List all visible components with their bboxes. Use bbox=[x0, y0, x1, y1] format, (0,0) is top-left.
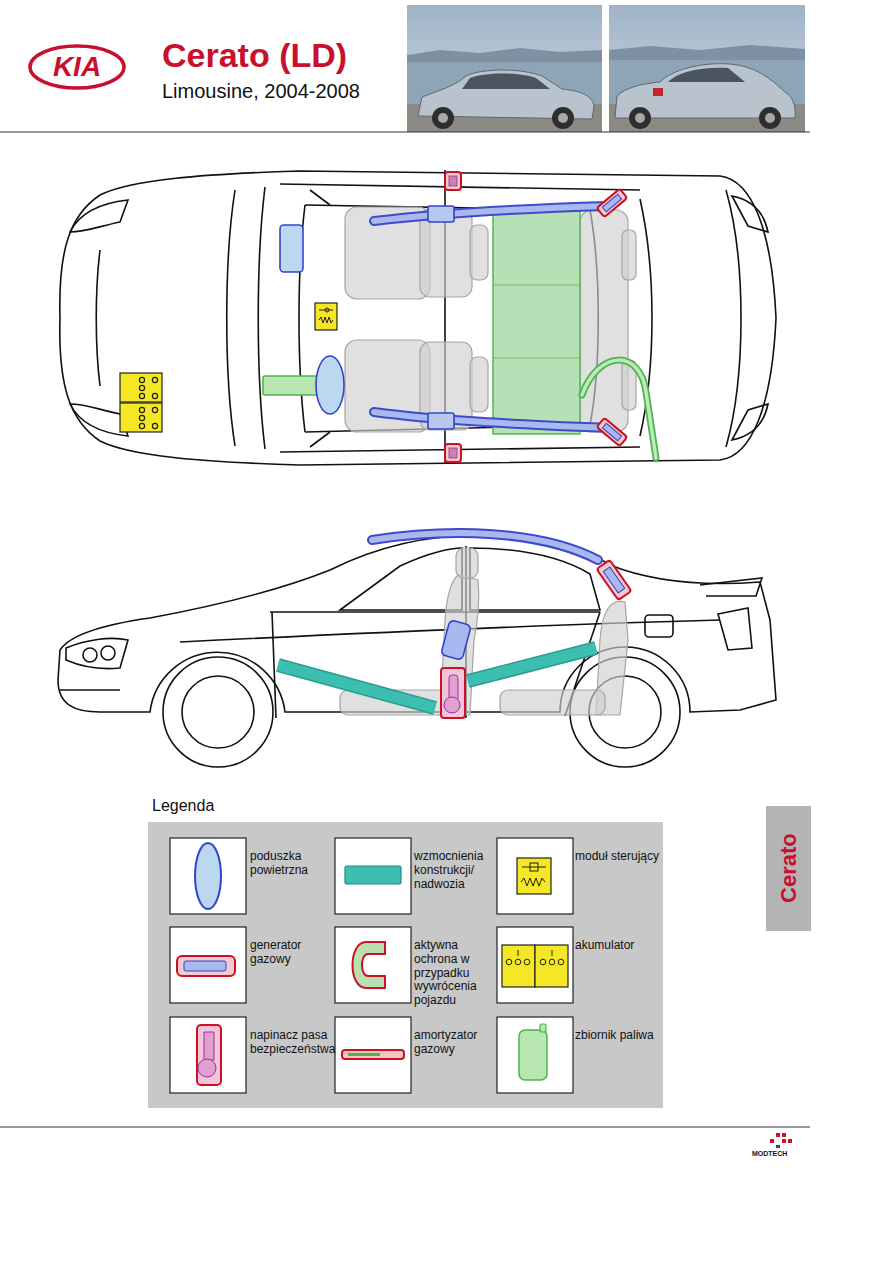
legend-label: napinacz pasa bezpieczeństwa bbox=[250, 1029, 332, 1057]
legend-label: wzmocnienia konstrukcji/ nadwozia bbox=[414, 850, 494, 891]
battery-top bbox=[120, 373, 162, 432]
curtain-airbag-side bbox=[372, 533, 598, 560]
side-tab: Cerato bbox=[766, 806, 811, 931]
brand-mark bbox=[770, 1133, 792, 1148]
belt-pretensioner-side bbox=[441, 668, 465, 718]
car-side-view bbox=[58, 535, 776, 767]
legend-label: aktywna ochrona w przypadku wywrócenia p… bbox=[414, 939, 494, 1008]
legend-label: zbiornik paliwa bbox=[575, 1029, 661, 1043]
header-rule bbox=[0, 131, 810, 132]
photo-front bbox=[407, 5, 602, 132]
side-airbag-side bbox=[441, 620, 472, 660]
legend-label: akumulator bbox=[575, 939, 661, 953]
gas-generators-top bbox=[445, 172, 627, 462]
subtitle: Limousine, 2004-2008 bbox=[162, 80, 360, 103]
legend-label: poduszka powietrzna bbox=[250, 850, 332, 878]
logo-text: KIA bbox=[53, 52, 101, 83]
airbags-top bbox=[263, 206, 454, 429]
legend-label: amortyzator gazowy bbox=[414, 1029, 494, 1057]
legend-heading: Legenda bbox=[152, 797, 214, 815]
photo-rear bbox=[609, 5, 805, 132]
tab-text: Cerato bbox=[776, 834, 800, 904]
legend-label: generator gazowy bbox=[250, 939, 332, 967]
control-module-top bbox=[315, 303, 337, 330]
car-top-view bbox=[60, 170, 776, 465]
legend-icons bbox=[177, 843, 568, 1085]
title: Cerato (LD) bbox=[162, 36, 347, 75]
logo-ring bbox=[30, 46, 124, 88]
brand-label: MODTECH bbox=[752, 1150, 787, 1157]
legend-label: moduł sterujący bbox=[575, 850, 661, 864]
brand-logo: KIA bbox=[28, 44, 126, 90]
reinforcements-side bbox=[278, 648, 596, 708]
gas-generator-side bbox=[597, 560, 632, 600]
legend-icon-boxes bbox=[170, 838, 573, 1093]
footer-rule bbox=[0, 1126, 810, 1127]
legend-panel bbox=[148, 822, 663, 1108]
seats-top bbox=[345, 207, 636, 432]
curtain-airbag-top bbox=[374, 206, 608, 428]
